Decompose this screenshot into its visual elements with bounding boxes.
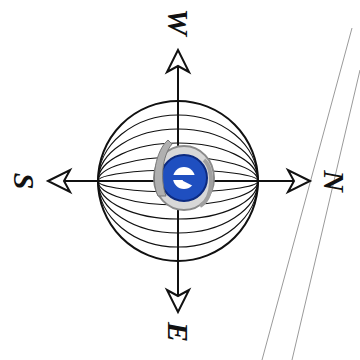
compass-letter: S [9, 173, 39, 190]
compass-letter: E [163, 322, 193, 342]
diagonal-lines [262, 28, 360, 360]
compass-axes [48, 50, 310, 312]
compass-letter: W [163, 9, 193, 36]
compass-letter: N [319, 170, 349, 192]
browser-logo [154, 140, 214, 210]
